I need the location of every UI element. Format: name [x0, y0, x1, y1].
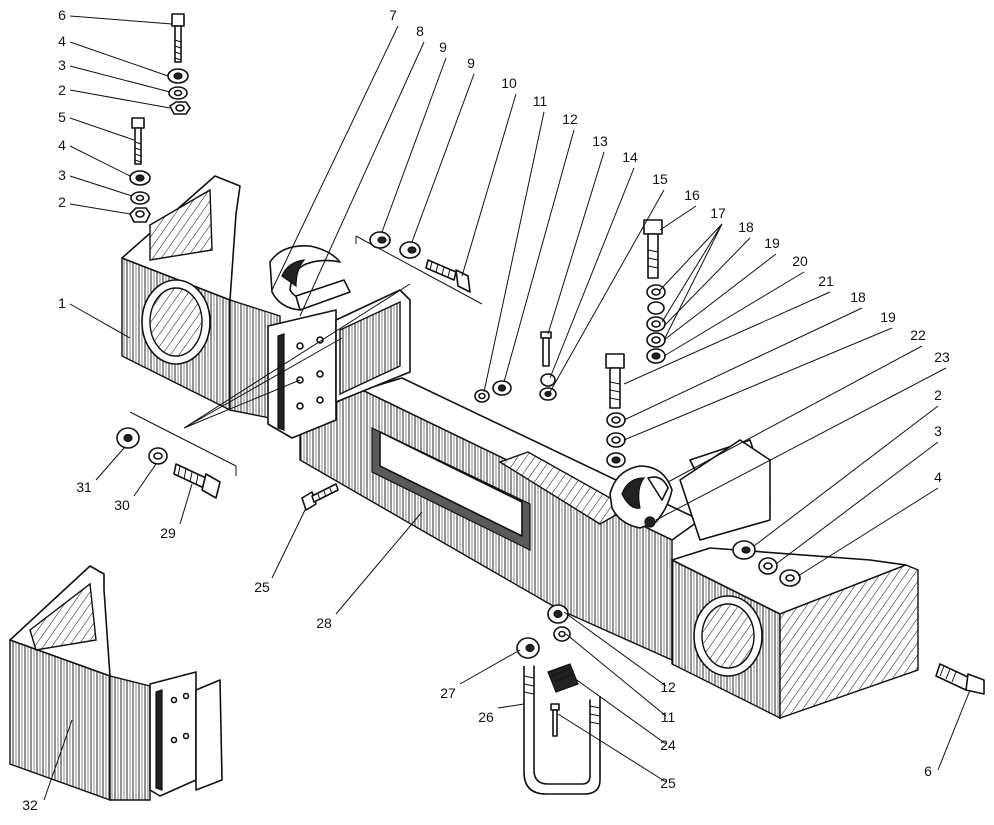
callout-label: 20 — [792, 253, 808, 269]
fastener-stack-top-left — [129, 13, 191, 223]
callout-label: 21 — [818, 273, 834, 289]
callout-label: 32 — [22, 797, 38, 813]
callout-label: 6 — [58, 7, 66, 23]
callout-label: 7 — [389, 7, 397, 23]
callout-label: 9 — [439, 39, 447, 55]
callout-label: 2 — [58, 194, 66, 210]
u-bolt-group — [516, 604, 601, 795]
bolt-group-13-15 — [474, 331, 557, 403]
callout-label: 31 — [76, 479, 92, 495]
callout-label: 11 — [661, 709, 676, 725]
inset-view-32 — [9, 565, 223, 801]
callout-label: 27 — [440, 685, 456, 701]
callout-label: 25 — [254, 579, 270, 595]
callout-label: 15 — [652, 171, 668, 187]
callout-label: 4 — [58, 33, 66, 49]
fastener-stack-right — [732, 540, 801, 587]
callout-label: 30 — [114, 497, 130, 513]
bolt-25-upper — [301, 483, 339, 511]
callout-label: 12 — [562, 111, 578, 127]
callout-label: 2 — [934, 387, 942, 403]
callout-label: 3 — [934, 423, 942, 439]
callout-labels: 6432543217899101112131415161718192021181… — [22, 7, 950, 813]
callout-label: 23 — [934, 349, 950, 365]
callout-label: 18 — [738, 219, 754, 235]
callout-label: 12 — [660, 679, 676, 695]
callout-label: 25 — [660, 775, 676, 791]
callout-label: 22 — [910, 327, 926, 343]
bolt-group-29-31 — [116, 411, 237, 499]
callout-label: 16 — [684, 187, 700, 203]
callout-label: 11 — [533, 93, 548, 109]
callout-label: 24 — [660, 737, 676, 753]
bolt-group-20-21 — [605, 353, 626, 468]
callout-label: 19 — [880, 309, 896, 325]
callout-label: 4 — [58, 137, 66, 153]
callout-label: 8 — [416, 23, 424, 39]
callout-label: 10 — [501, 75, 517, 91]
callout-label: 28 — [316, 615, 332, 631]
leader-lines — [43, 15, 971, 801]
callout-label: 17 — [710, 205, 726, 221]
callout-label: 26 — [478, 709, 494, 725]
callout-label: 6 — [924, 763, 932, 779]
callout-label: 9 — [467, 55, 475, 71]
callout-label: 14 — [622, 149, 638, 165]
callout-label: 13 — [592, 133, 608, 149]
bolt-6-bottom-right — [935, 663, 985, 695]
callout-label: 4 — [934, 469, 942, 485]
callout-label: 29 — [160, 525, 176, 541]
callout-label: 1 — [58, 295, 66, 311]
callout-label: 5 — [58, 109, 66, 125]
bumper-beam — [121, 175, 919, 720]
callout-label: 18 — [850, 289, 866, 305]
callout-label: 2 — [58, 82, 66, 98]
right-tow-hook — [609, 465, 673, 529]
left-tow-hook — [269, 245, 351, 311]
callout-label: 19 — [764, 235, 780, 251]
callout-label: 3 — [58, 57, 66, 73]
bolt-group-9-10 — [355, 231, 483, 305]
callout-label: 3 — [58, 167, 66, 183]
bolt-group-16-19 — [643, 219, 666, 364]
